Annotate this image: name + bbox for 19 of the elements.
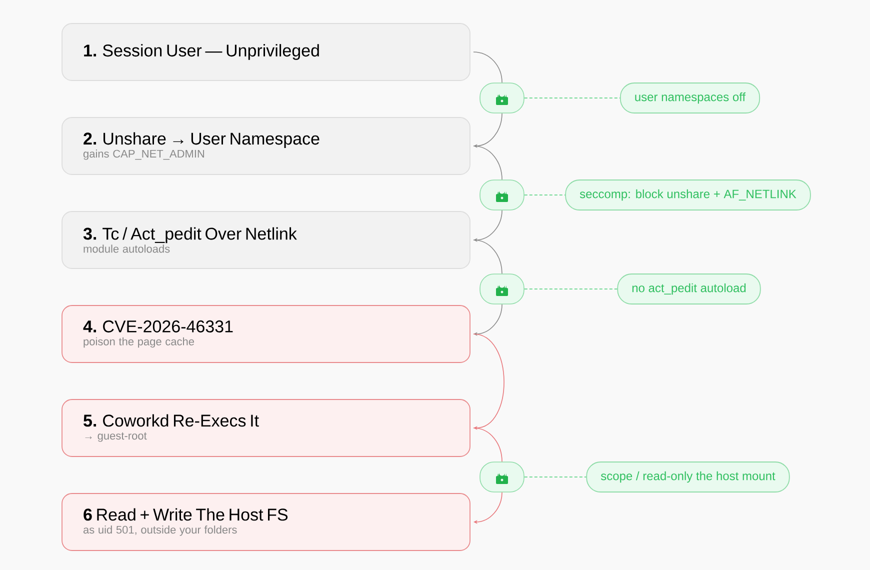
note-pill: no act_pedit autoload	[617, 274, 761, 304]
step-box: 3. Tc / Act_pedit Over Netlink module autoloads	[62, 211, 470, 269]
connector-arrow	[473, 334, 504, 430]
step-box: 5. Coworkd Re-Execs It → guest-root	[62, 399, 470, 457]
dashed-leader	[524, 476, 587, 478]
connector-line	[473, 52, 502, 83]
dashed-leader	[524, 194, 566, 196]
connector-line	[473, 146, 502, 180]
note-pill: seccomp: block unshare + AF_NETLINK	[565, 180, 811, 210]
dashed-leader	[524, 288, 618, 290]
step-box: 6 Read + Write The Host FS as uid 501, outside your folders	[62, 493, 470, 551]
connector-line	[473, 240, 502, 274]
step-box: 1. Session User — Unprivileged	[62, 23, 470, 81]
note-pill: scope / read-only the host mount	[586, 462, 790, 492]
step-box: 4. CVE-2026-46331 poison the page cache	[62, 305, 470, 363]
note-pill: user namespaces off	[620, 82, 760, 114]
lock-badge	[480, 180, 524, 210]
step-box: 2. Unshare → User Namespace gains CAP_NET_ADMIN	[62, 117, 470, 175]
connector-line	[473, 428, 502, 462]
